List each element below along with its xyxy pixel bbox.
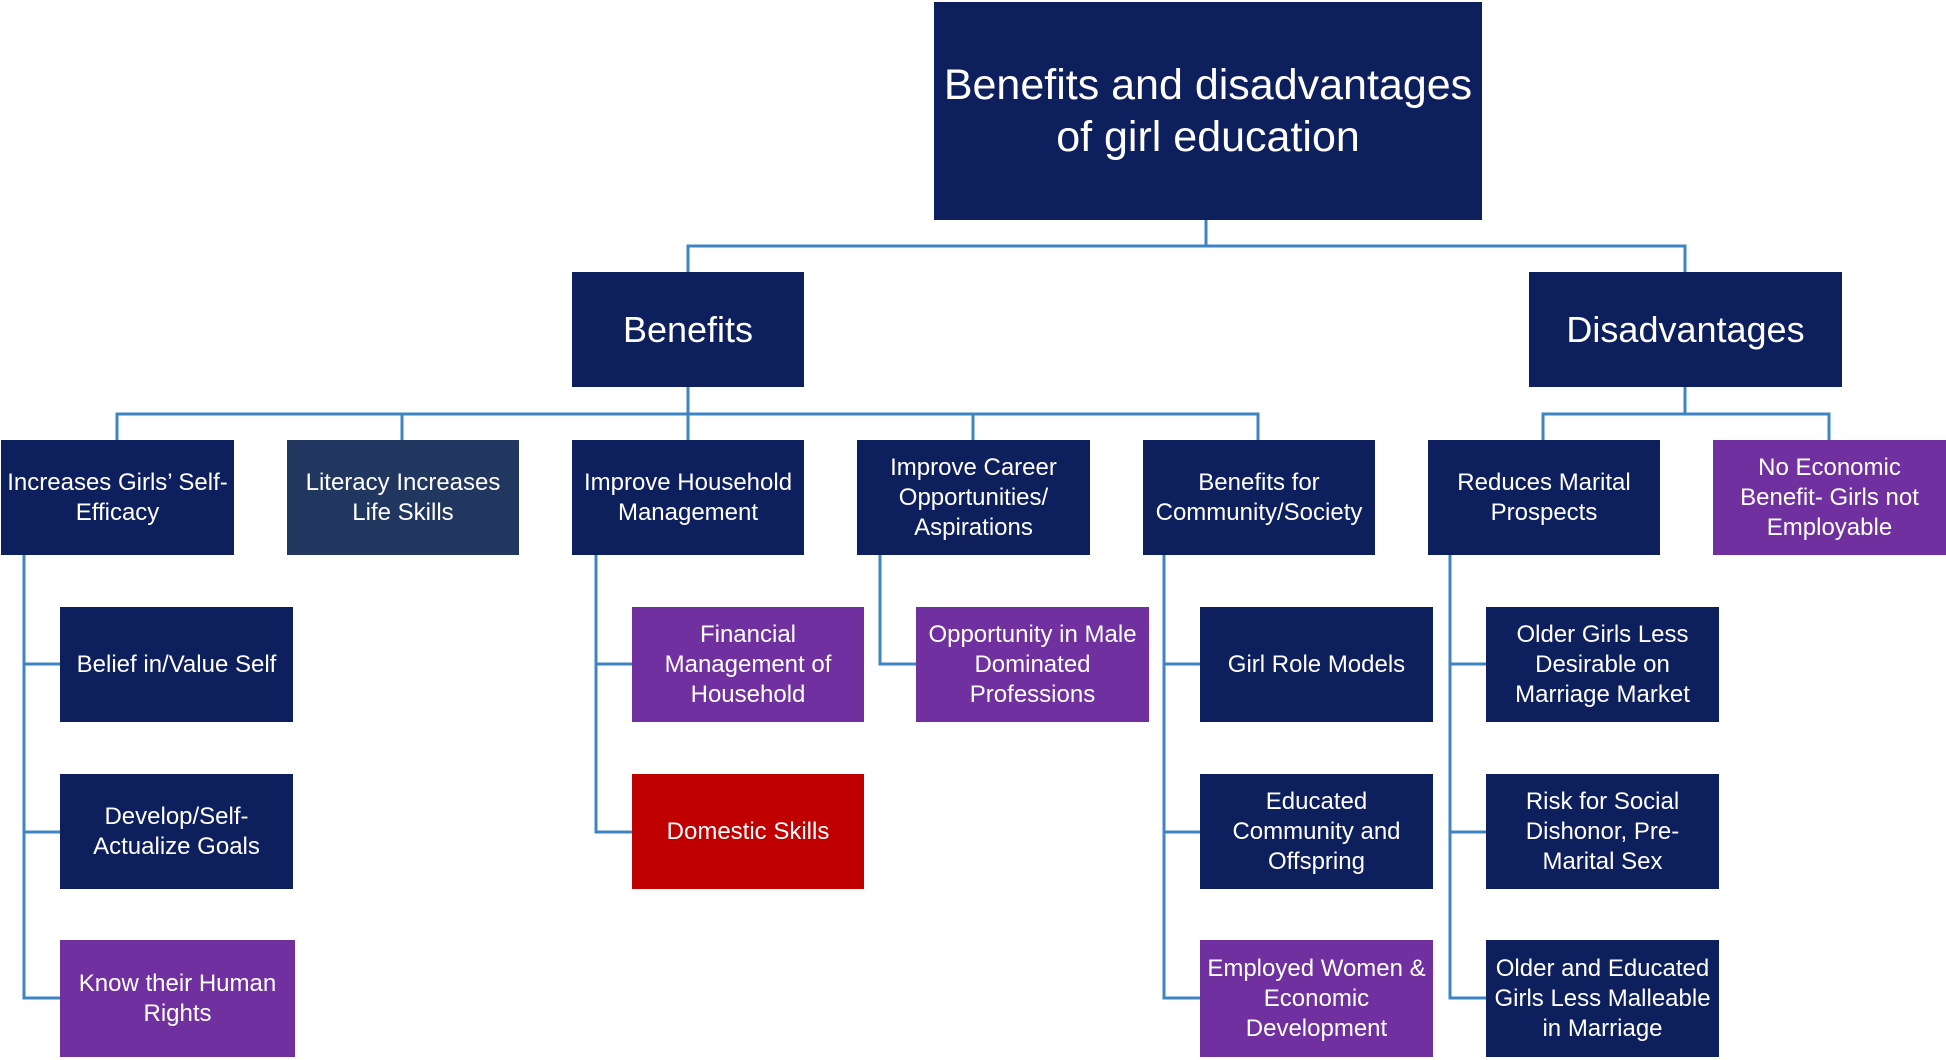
category-label: Increases Girls’ Self- Efficacy	[7, 468, 228, 526]
category-label: No Economic Benefit- Girls not Employabl…	[1740, 453, 1919, 541]
root-node: Benefits and disadvantages of girl educa…	[934, 2, 1482, 220]
item-older-girls-less-desirable: Older Girls Less Desirable on Marriage M…	[1486, 607, 1719, 722]
item-domestic-skills: Domestic Skills	[632, 774, 864, 889]
item-social-dishonor: Risk for Social Dishonor, Pre- Marital S…	[1486, 774, 1719, 889]
root-label: Benefits and disadvantages of girl educa…	[943, 60, 1473, 161]
category-community: Benefits for Community/Society	[1143, 440, 1375, 555]
item-label: Belief in/Value Self	[76, 650, 277, 678]
item-girl-role-models: Girl Role Models	[1200, 607, 1433, 722]
item-educated-community: Educated Community and Offspring	[1200, 774, 1433, 889]
item-male-dominated-professions: Opportunity in Male Dominated Profession…	[916, 607, 1149, 722]
item-label: Older Girls Less Desirable on Marriage M…	[1515, 620, 1690, 708]
item-label: Develop/Self- Actualize Goals	[93, 802, 260, 860]
category-label: Benefits for Community/Society	[1155, 468, 1363, 526]
item-less-malleable: Older and Educated Girls Less Malleable …	[1486, 940, 1719, 1057]
category-household: Improve Household Management	[572, 440, 804, 555]
category-marital: Reduces Marital Prospects	[1428, 440, 1660, 555]
item-label: Domestic Skills	[666, 817, 830, 845]
disadvantages-label: Disadvantages	[1566, 309, 1805, 350]
disadvantages-node: Disadvantages	[1529, 272, 1842, 387]
item-label: Employed Women & Economic Development	[1207, 954, 1426, 1042]
item-financial-management: Financial Management of Household	[632, 607, 864, 722]
item-develop-goals: Develop/Self- Actualize Goals	[60, 774, 293, 889]
item-label: Older and Educated Girls Less Malleable …	[1494, 954, 1711, 1042]
item-label: Educated Community and Offspring	[1232, 787, 1401, 875]
item-label: Girl Role Models	[1227, 650, 1406, 678]
item-label: Financial Management of Household	[664, 620, 832, 708]
category-label: Literacy Increases Life Skills	[305, 468, 501, 526]
category-self-efficacy: Increases Girls’ Self- Efficacy	[1, 440, 234, 555]
category-no-economic-benefit: No Economic Benefit- Girls not Employabl…	[1713, 440, 1946, 555]
benefits-label: Benefits	[622, 309, 754, 350]
category-label: Reduces Marital Prospects	[1457, 468, 1631, 526]
item-employed-women: Employed Women & Economic Development	[1200, 940, 1433, 1057]
category-label: Improve Career Opportunities/ Aspiration…	[890, 453, 1057, 541]
category-literacy: Literacy Increases Life Skills	[287, 440, 519, 555]
item-belief-value-self: Belief in/Value Self	[60, 607, 293, 722]
item-human-rights: Know their Human Rights	[60, 940, 295, 1057]
item-label: Risk for Social Dishonor, Pre- Marital S…	[1525, 787, 1680, 875]
benefits-node: Benefits	[572, 272, 804, 387]
category-career: Improve Career Opportunities/ Aspiration…	[857, 440, 1090, 555]
item-label: Know their Human Rights	[78, 969, 277, 1027]
item-label: Opportunity in Male Dominated Profession…	[928, 620, 1137, 708]
category-label: Improve Household Management	[583, 468, 793, 526]
